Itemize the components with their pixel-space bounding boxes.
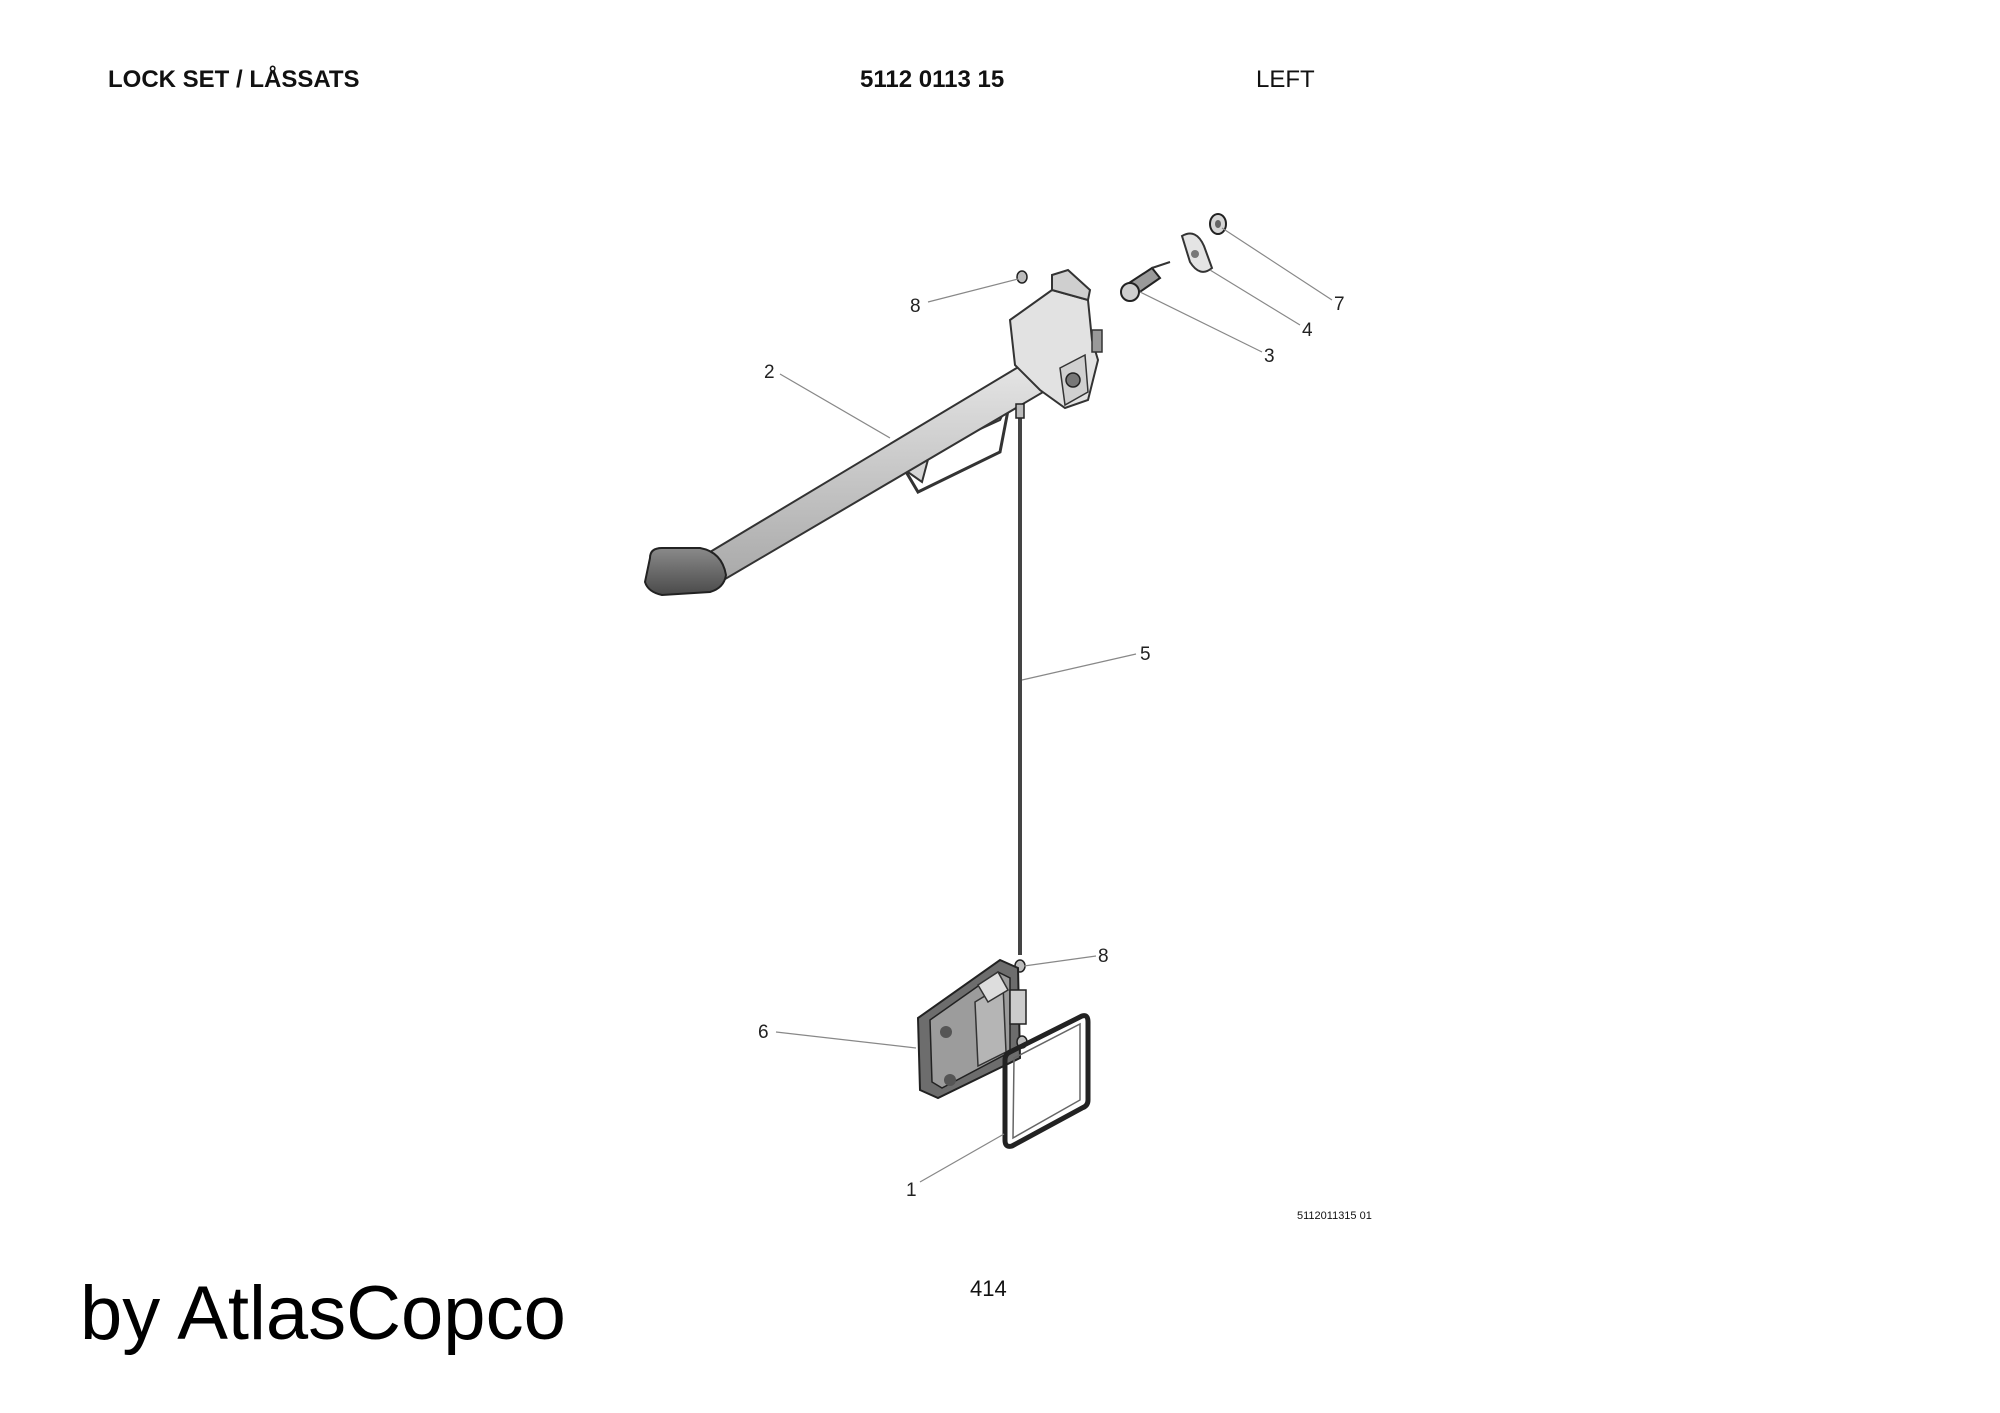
callout-1: 1 [906,1180,917,1201]
leader-2 [779,373,891,439]
leader-6 [775,1031,917,1049]
callout-labels: 8 2 7 4 3 5 8 6 1 [758,294,1345,1201]
callout-6: 6 [758,1022,769,1043]
rod-part [1015,403,1025,955]
figure-reference: 5112011315 01 [1297,1210,1372,1222]
leader-lines [775,227,1333,1183]
handle-bar [643,268,1103,597]
callout-5: 5 [1140,644,1151,665]
gasket-part [1002,1013,1091,1149]
catch-part [1180,232,1214,273]
leader-8a [927,278,1019,303]
leader-4 [1209,269,1301,326]
small-nut-top [1016,270,1028,284]
leader-5 [1021,653,1137,681]
callout-2: 2 [764,362,775,383]
callout-8a: 8 [910,296,921,317]
watermark-text: by AtlasCopco [80,1271,566,1356]
side-label: LEFT [1256,66,1315,93]
leader-7 [1221,227,1333,301]
page-number: 414 [970,1276,1007,1301]
page-title: LOCK SET / LÅSSATS [108,66,360,93]
callout-3: 3 [1264,346,1275,367]
nut-part [1209,213,1227,235]
callout-8b: 8 [1098,946,1109,967]
leader-1 [919,1133,1005,1183]
callout-4: 4 [1302,320,1313,341]
leader-3 [1139,291,1263,353]
leader-8b [1023,955,1097,967]
lock-housing-part [916,958,1028,1100]
part-number: 5112 0113 15 [860,66,1005,93]
callout-7: 7 [1334,294,1345,315]
screw-part [1120,261,1171,302]
